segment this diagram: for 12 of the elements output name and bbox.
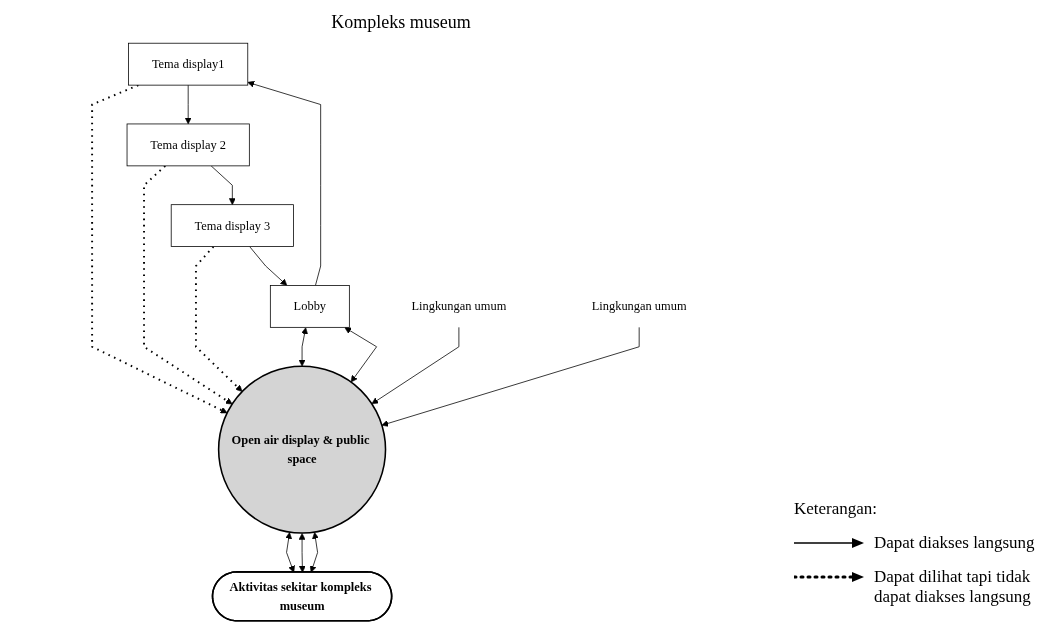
node-box: Lobby [269,285,350,328]
arrow [195,245,243,392]
node-text: Lingkungan umum [411,299,507,313]
node-circle: Open air display & public space [217,365,387,534]
node-box: Tema display 2 [126,123,250,167]
legend-text: Dapat dilihat tapi tidak dapat diakses langsung [874,567,1032,607]
node-box: Tema display1 [128,42,249,86]
legend-text: Dapat diakses langsung [874,533,1035,553]
node-box: Tema display 3 [170,204,294,247]
group-heading: Kompleks museum [331,12,471,33]
node-text: Lingkungan umum [591,299,687,313]
legend-heading: Keterangan: [794,499,879,519]
